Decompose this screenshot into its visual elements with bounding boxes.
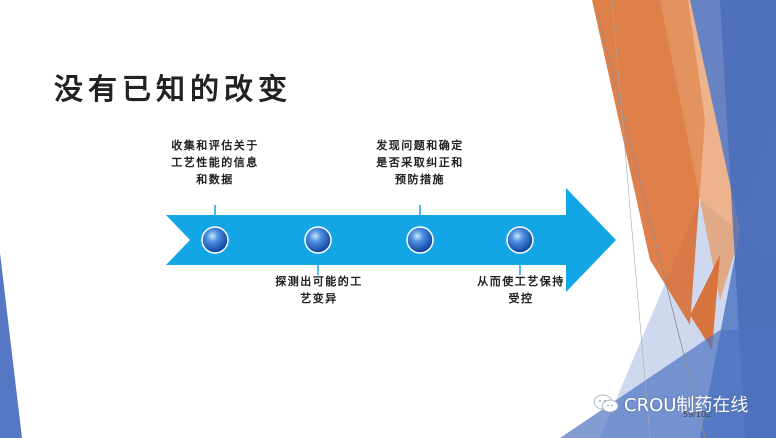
timeline-arrow <box>166 188 616 292</box>
watermark: CROU制药在线 <box>592 391 748 417</box>
slide-title: 没有已知的改变 <box>54 72 293 106</box>
blue-orb-icon <box>304 226 332 254</box>
right-orange-small <box>690 255 720 350</box>
step-1-text: 收集和评估关于工艺性能的信息和数据 <box>171 139 259 186</box>
left-blue-triangle <box>0 253 22 438</box>
wechat-icon <box>593 394 619 413</box>
blue-orb-icon <box>406 226 434 254</box>
milestone-orbs <box>201 226 534 254</box>
page-number: 59/102 <box>683 410 712 419</box>
step-3-text: 发现问题和确定是否采取纠正和预防措施 <box>376 139 464 186</box>
step-4-text: 从而使工艺保持受控 <box>477 275 565 305</box>
blue-orb-icon <box>201 226 229 254</box>
right-blue-dark <box>720 0 776 438</box>
decor-line-1 <box>597 14 706 438</box>
blue-orb-icon <box>506 226 534 254</box>
decor-line-2 <box>611 0 651 438</box>
watermark-text: CROU制药在线 <box>624 395 749 416</box>
step-2-text: 探测出可能的工艺变异 <box>275 275 363 305</box>
